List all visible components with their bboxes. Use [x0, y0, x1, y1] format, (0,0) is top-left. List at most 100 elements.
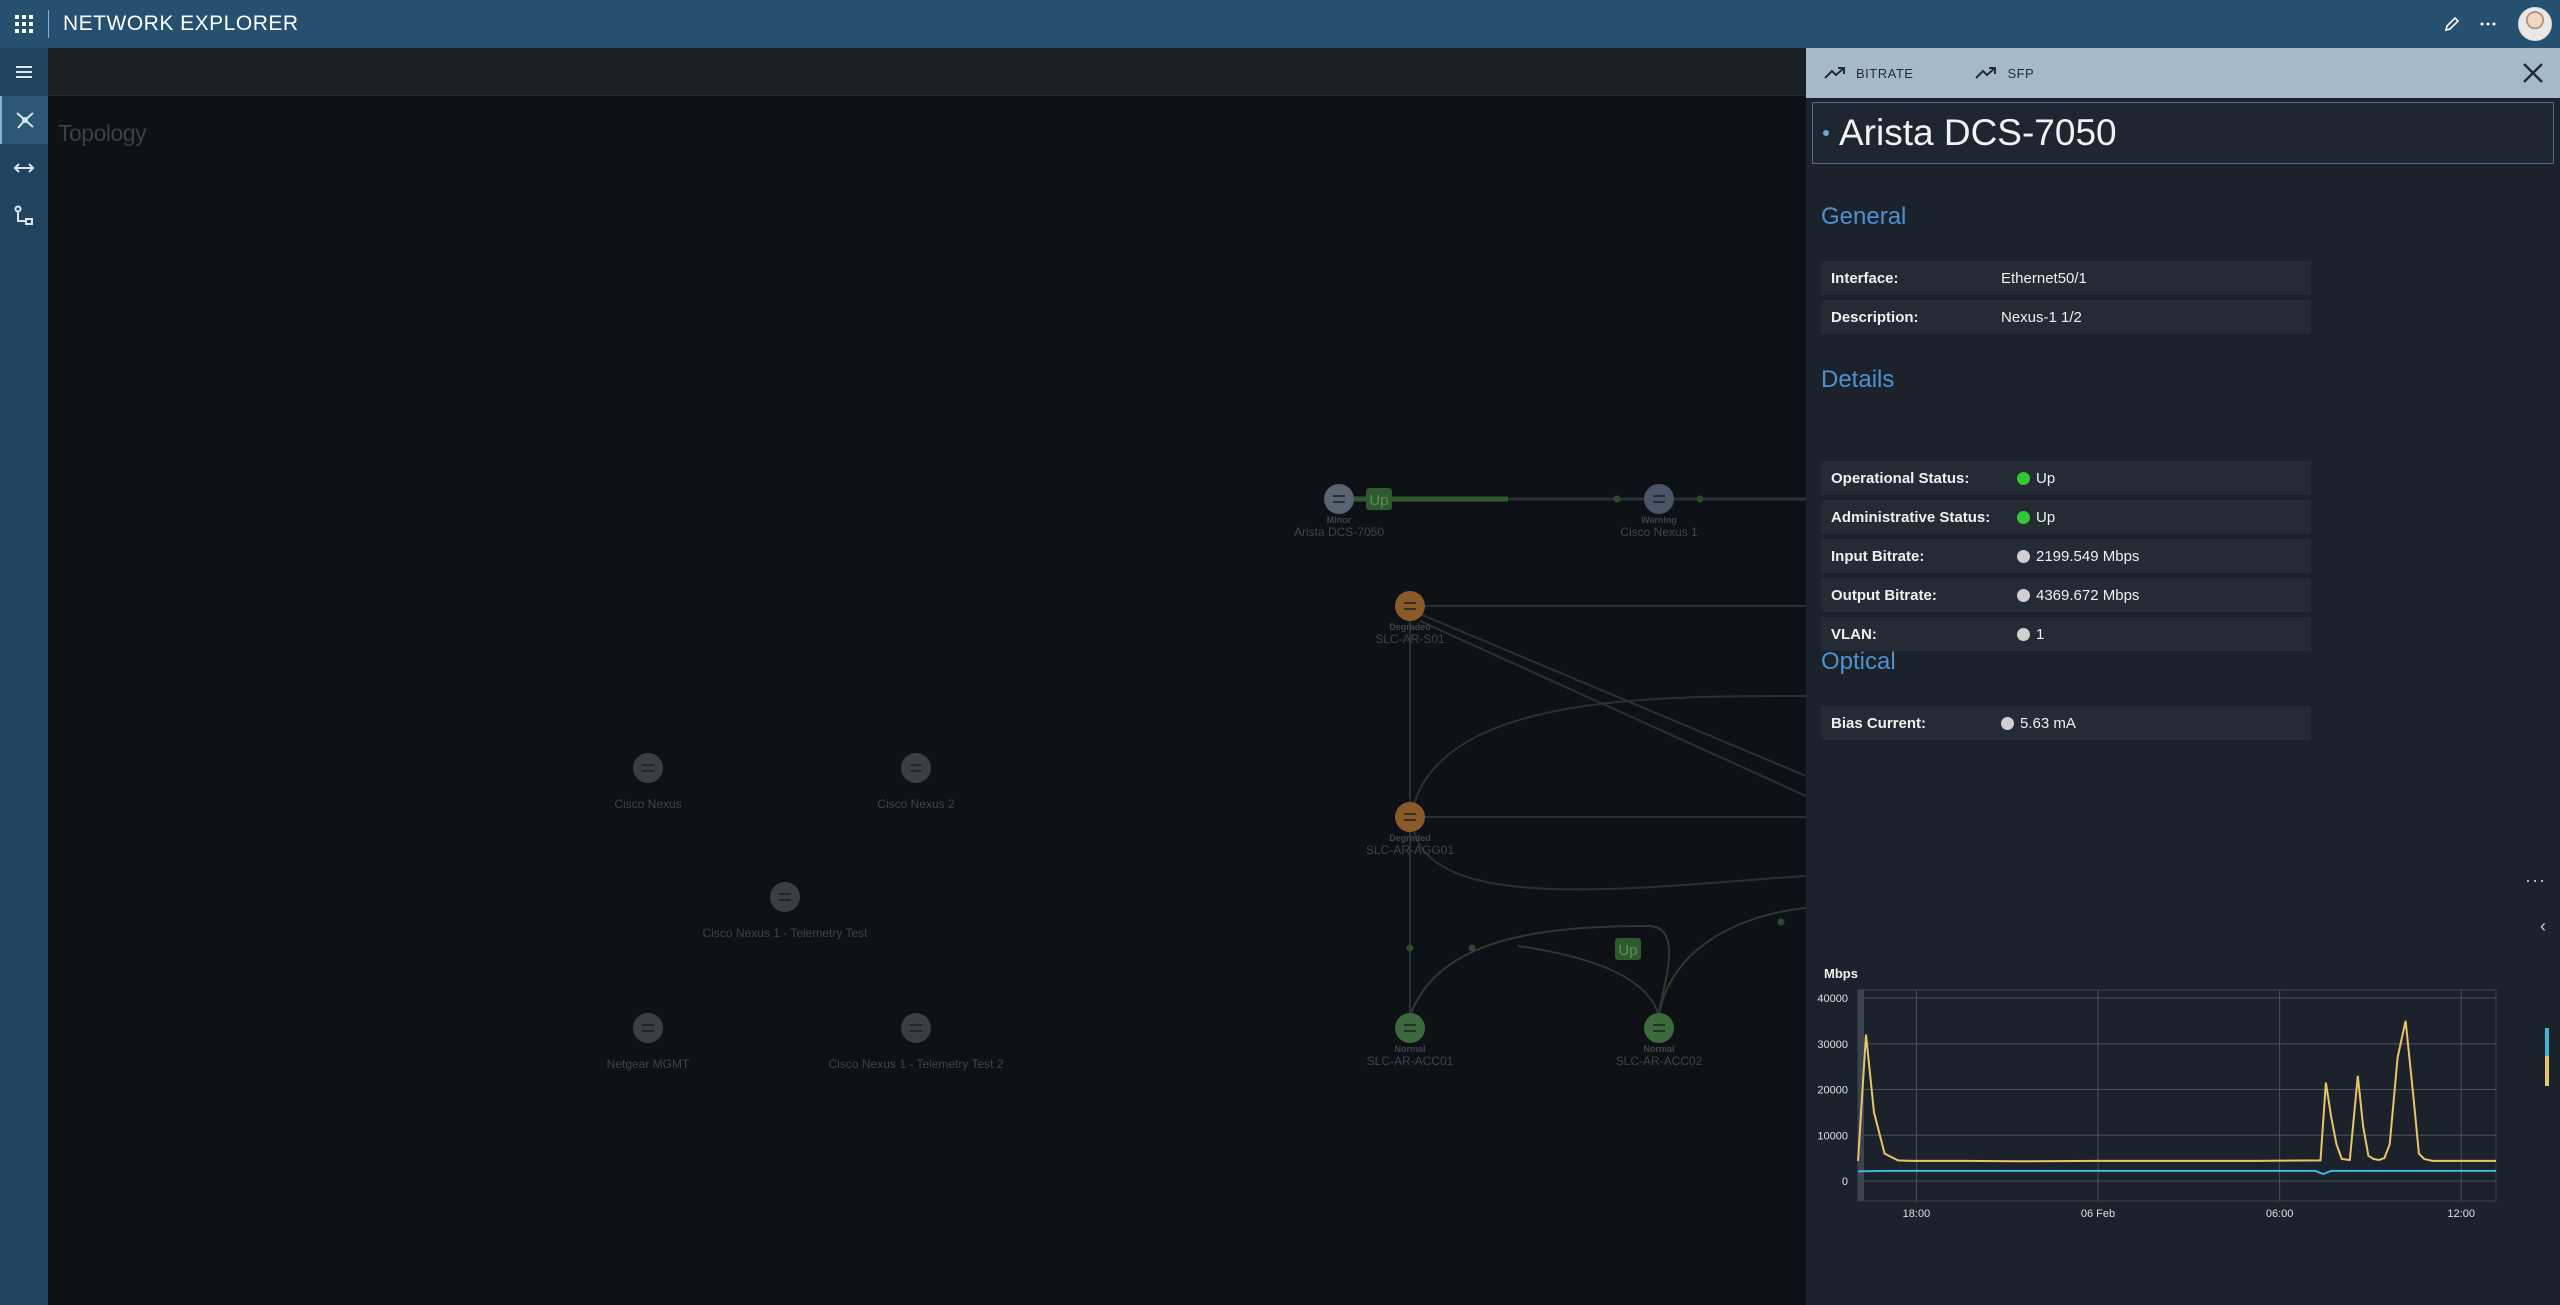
left-rail: [0, 48, 48, 1305]
section-optical-title: Optical: [1821, 648, 1896, 675]
row-value: Ethernet50/1: [2001, 269, 2087, 287]
node-label: SLC-AR-ACC01: [1367, 1054, 1454, 1068]
status-dot: [2017, 588, 2030, 602]
row-value: Nexus-1 1/2: [2001, 308, 2082, 326]
chart-y-tick-label: 0: [1842, 1176, 1848, 1188]
device-bullet: [1823, 130, 1829, 136]
link-endpoint-dot: [1613, 495, 1621, 503]
trend-up-icon: [1824, 67, 1845, 79]
node-circle: [633, 753, 663, 783]
badge-label: Up: [1618, 942, 1637, 959]
row-interface: Interface: Ethernet50/1: [1821, 261, 2311, 295]
link-endpoint-dot: [1696, 495, 1704, 503]
device-name: Arista DCS-7050: [1839, 112, 2117, 153]
node-glyph-icon: [779, 893, 791, 901]
more-options-button[interactable]: [2470, 6, 2506, 42]
link-endpoint-dot: [1406, 944, 1414, 952]
chart-more-button[interactable]: ···: [2525, 870, 2546, 890]
topology-link: [1409, 924, 1671, 1017]
topology-node: Cisco Nexus 1 - Telemetry Test 2: [829, 1013, 1004, 1071]
section-general-title: General: [1821, 203, 1907, 230]
chart-x-tick-label: 06 Feb: [2081, 1208, 2115, 1220]
node-circle: [633, 1013, 663, 1043]
row-label: Bias Current:: [1831, 714, 1927, 732]
nav-hierarchy[interactable]: [0, 192, 48, 240]
ellipsis-icon: [2480, 22, 2496, 26]
node-glyph-icon: [1404, 602, 1416, 610]
topology-link: [1419, 613, 1806, 777]
chart-range-handle: [1858, 990, 1864, 1201]
tab-bitrate[interactable]: BITRATE: [1824, 66, 1913, 81]
topology-link: [1658, 907, 1806, 1017]
details-panel: BITRATE SFP Arista DCS-7050 General Inte…: [1806, 48, 2560, 1305]
node-circle: [1644, 1013, 1674, 1043]
chart-x-tick-label: 12:00: [2447, 1208, 2475, 1220]
node-status: Normal: [1643, 1044, 1674, 1054]
page-title: Topology: [58, 120, 147, 146]
row-label: Description:: [1831, 308, 1919, 326]
node-glyph-icon: [1404, 813, 1416, 821]
avatar[interactable]: [2518, 7, 2552, 41]
chart-x-tick-label: 18:00: [1903, 1208, 1931, 1220]
legend-swatch-input: [2545, 1028, 2549, 1056]
chart-series-line: [1857, 1169, 2496, 1176]
topology-link: [1419, 620, 1806, 797]
node-glyph-icon: [910, 764, 922, 772]
node-status: Minor: [1327, 515, 1352, 525]
nav-links[interactable]: [0, 144, 48, 192]
chart-collapse-button[interactable]: ‹: [2540, 916, 2546, 936]
topology-link: [1413, 695, 1806, 805]
node-circle: [901, 753, 931, 783]
panel-tab-bar: BITRATE SFP: [1806, 48, 2560, 98]
nav-topology[interactable]: [0, 96, 48, 144]
node-label: Cisco Nexus 2: [877, 797, 955, 811]
row-value: 5.63 mA: [2001, 715, 2076, 732]
row-label: Input Bitrate:: [1831, 547, 1925, 565]
chart-x-tick-label: 06:00: [2266, 1208, 2294, 1220]
hamburger-icon: [16, 66, 32, 78]
chart-plot-frame: [1857, 989, 2497, 1202]
hierarchy-icon: [14, 205, 33, 225]
row-value-text: 2199.549 Mbps: [2036, 547, 2140, 565]
node-label: Cisco Nexus 1: [1620, 525, 1698, 539]
topology-link: [1413, 831, 1806, 891]
edit-button[interactable]: [2434, 6, 2470, 42]
chart-y-tick-label: 30000: [1817, 1039, 1848, 1051]
node-circle: [901, 1013, 931, 1043]
node-status: Warning: [1641, 515, 1677, 525]
node-label: SLC-AR-ACC02: [1616, 1054, 1703, 1068]
status-dot: [2017, 510, 2030, 524]
tab-sfp[interactable]: SFP: [1975, 66, 2034, 81]
status-dot: [2017, 471, 2030, 485]
node-label: SLC-AR-AGG01: [1366, 843, 1454, 857]
node-circle: [1395, 802, 1425, 832]
details-row: Administrative Status:Up: [1821, 500, 2311, 534]
row-bias-current: Bias Current: 5.63 mA: [1821, 706, 2311, 740]
node-circle: [770, 882, 800, 912]
node-glyph-icon: [642, 1024, 654, 1032]
row-value-text: Up: [2036, 469, 2056, 487]
link-endpoint-dot: [1777, 918, 1785, 926]
tab-bitrate-label: BITRATE: [1856, 65, 1914, 81]
close-panel-button[interactable]: [2520, 60, 2546, 86]
legend-swatch-output: [2545, 1056, 2549, 1086]
app-launcher-button[interactable]: [0, 0, 48, 48]
link-endpoint-dot: [1468, 944, 1476, 952]
sub-toolbar: [48, 48, 1806, 96]
menu-toggle-button[interactable]: [0, 48, 48, 96]
close-icon: [2523, 63, 2543, 83]
row-value: Up: [2017, 509, 2055, 526]
app-title: NETWORK EXPLORER: [63, 12, 299, 35]
node-status: Degraded: [1389, 833, 1431, 843]
details-row: VLAN:1: [1821, 617, 2311, 651]
tab-sfp-label: SFP: [2007, 65, 2035, 81]
device-header: Arista DCS-7050: [1812, 102, 2554, 164]
row-value: 1: [2017, 626, 2044, 643]
row-value: 4369.672 Mbps: [2017, 587, 2139, 604]
